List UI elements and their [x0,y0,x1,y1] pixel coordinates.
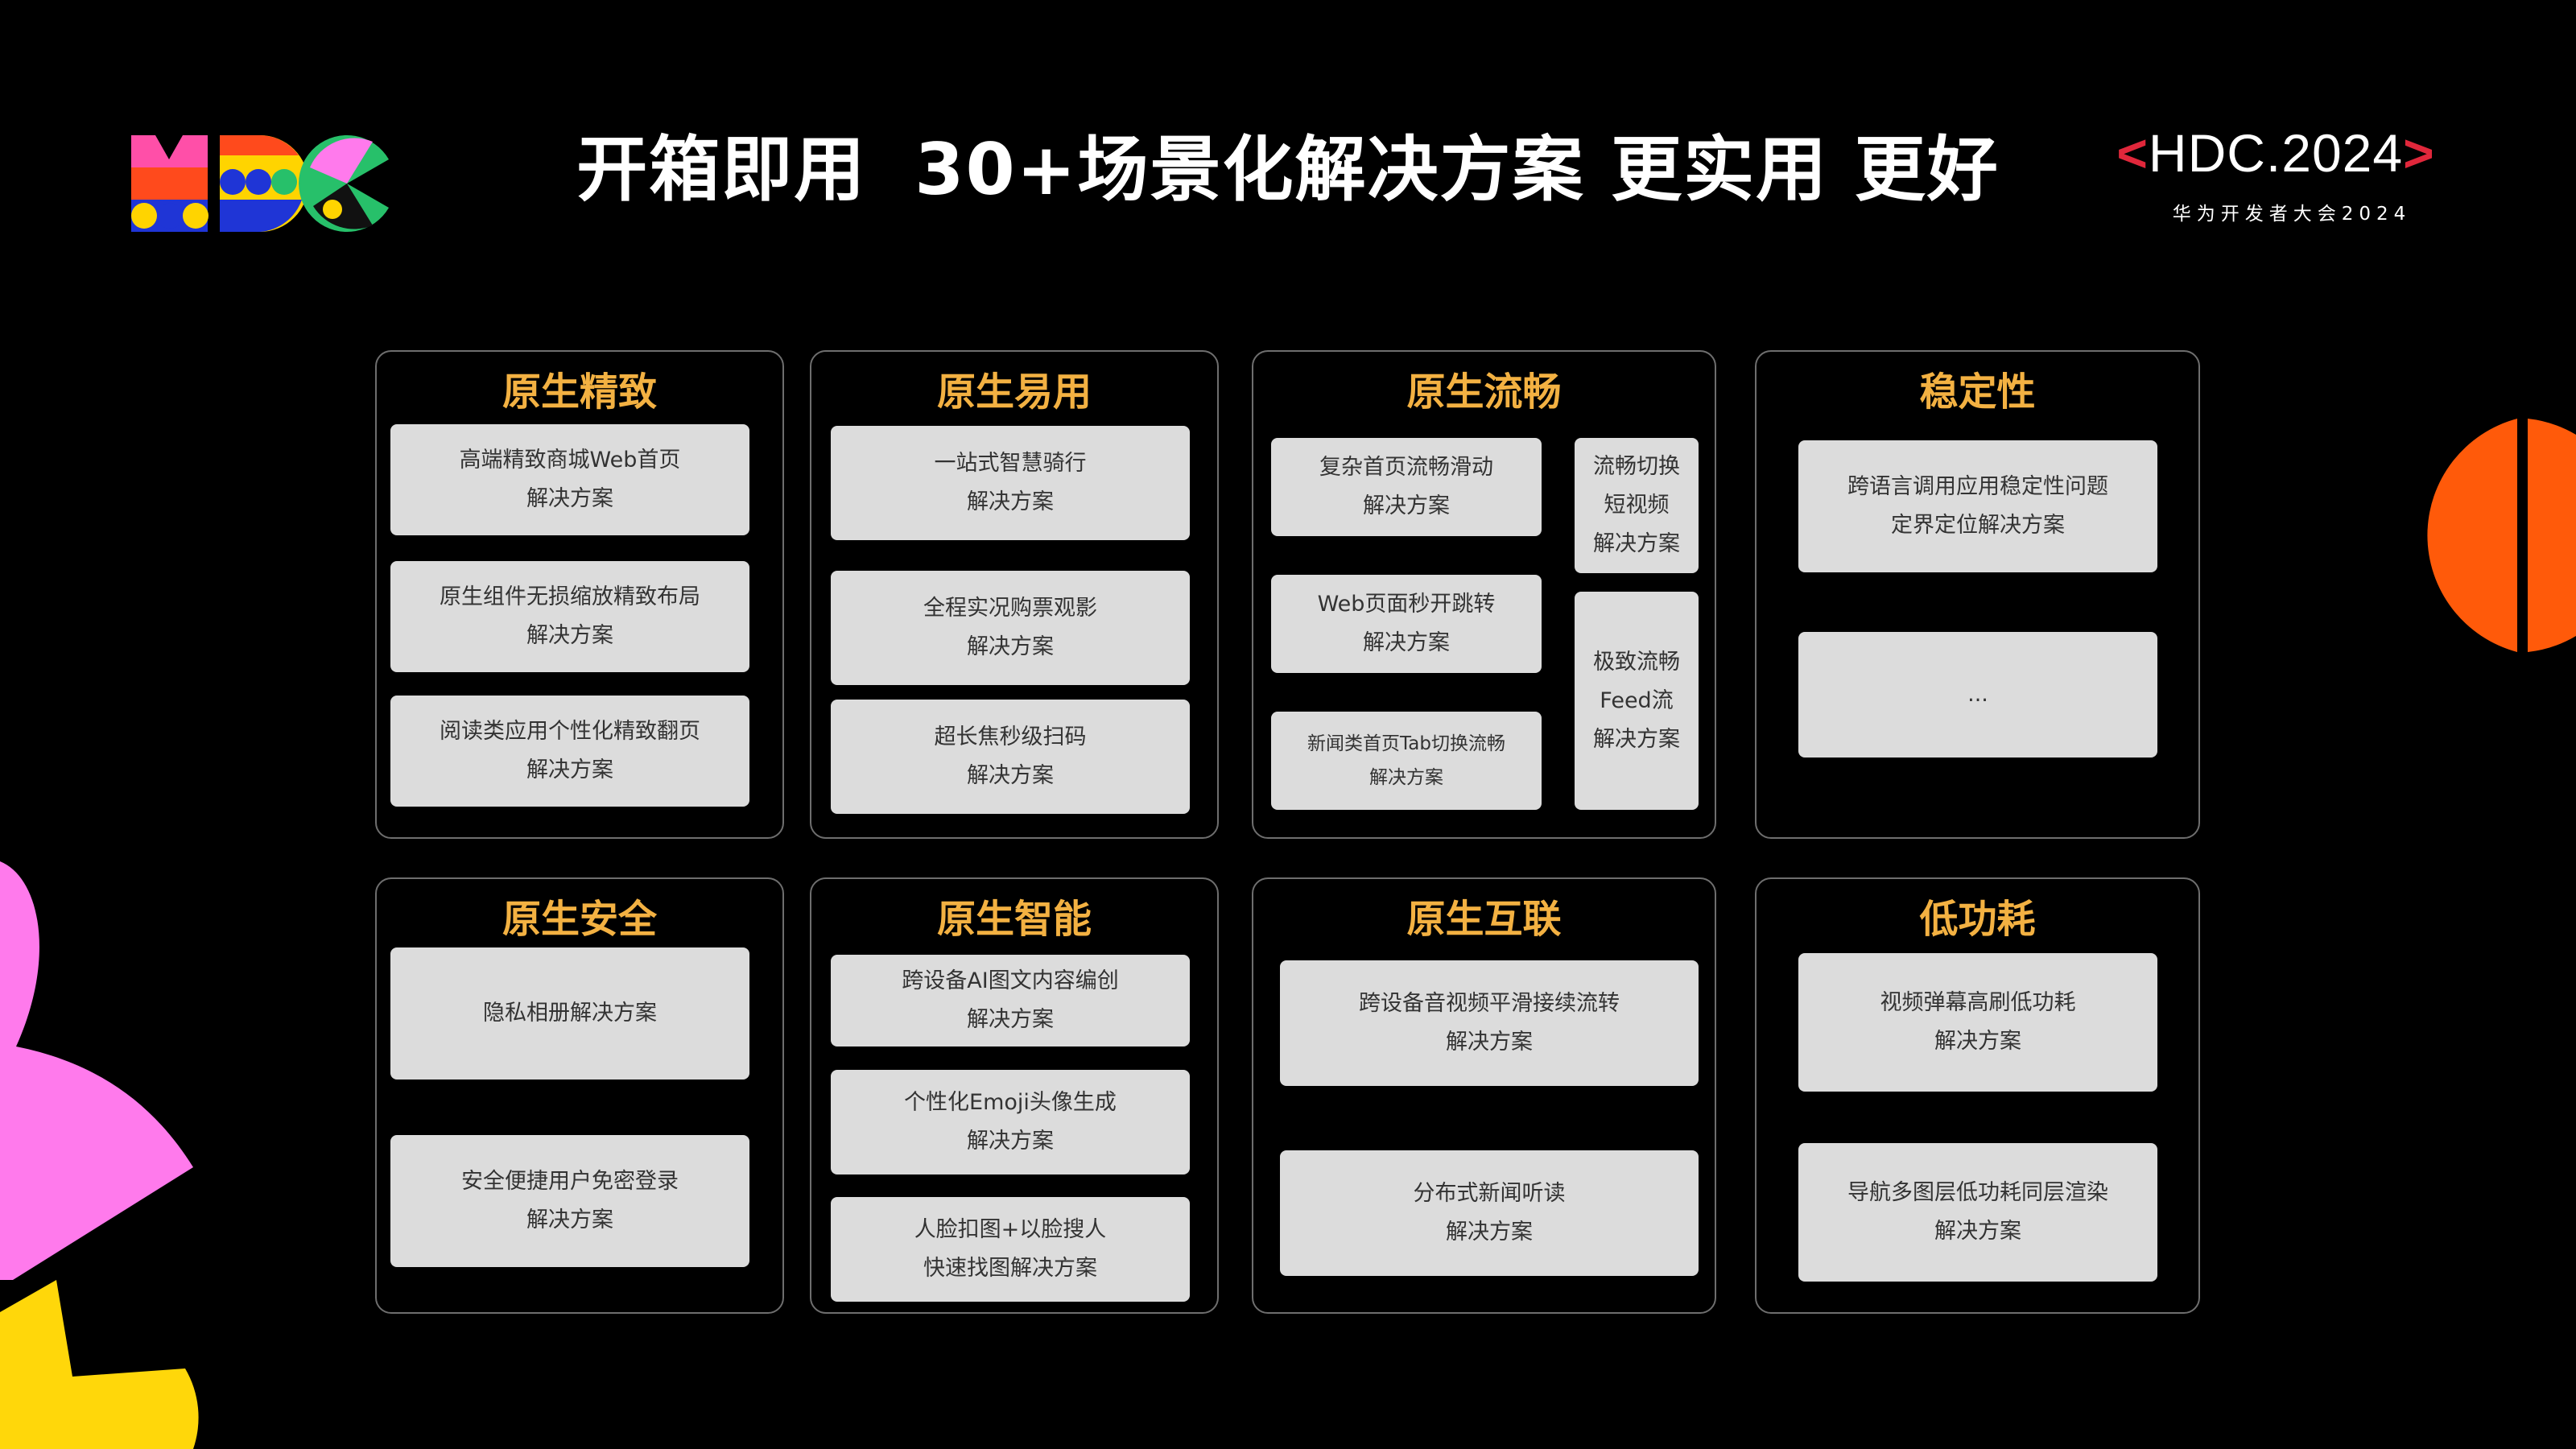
solution-card[interactable]: 安全便捷用户免密登录解决方案 [390,1135,749,1267]
solution-card[interactable]: 新闻类首页Tab切换流畅解决方案 [1271,712,1542,810]
yellow-shape-icon [0,1280,199,1449]
panel-title: 原生精致 [502,369,657,415]
panel-stability: 稳定性 跨语言调用应用稳定性问题定界定位解决方案 ... [1755,350,2200,839]
hdc-brand: <HDC.2024> 华为开发者大会2024 [2103,122,2449,227]
panel-native-interconnect: 原生互联 跨设备音视频平滑接续流转解决方案 分布式新闻听读解决方案 [1252,877,1716,1314]
panel-native-security: 原生安全 隐私相册解决方案 安全便捷用户免密登录解决方案 [375,877,784,1314]
panel-title: 原生安全 [502,897,657,942]
solution-card[interactable]: 流畅切换短视频解决方案 [1575,438,1699,573]
solution-card[interactable]: 原生组件无损缩放精致布局解决方案 [390,561,749,672]
solution-card[interactable]: 超长焦秒级扫码解决方案 [831,700,1190,814]
panel-low-power: 低功耗 视频弹幕高刷低功耗解决方案 导航多图层低功耗同层渲染解决方案 [1755,877,2200,1314]
solution-card[interactable]: 阅读类应用个性化精致翻页解决方案 [390,696,749,807]
title-part-1: 开箱即用 [576,128,867,211]
solution-card[interactable]: 复杂首页流畅滑动解决方案 [1271,438,1542,536]
panel-native-smooth: 原生流畅 复杂首页流畅滑动解决方案 Web页面秒开跳转解决方案 新闻类首页Tab… [1252,350,1716,839]
solution-card[interactable]: Web页面秒开跳转解决方案 [1271,575,1542,673]
panel-title: 原生易用 [936,369,1092,415]
solution-card[interactable]: 人脸扣图+以脸搜人快速找图解决方案 [831,1197,1190,1302]
title-part-2: 30+场景化解决方案 更实用 更好 [914,128,2000,211]
solution-card[interactable]: 跨语言调用应用稳定性问题定界定位解决方案 [1798,440,2157,572]
orange-half-circle-icon [2427,419,2576,652]
solution-card[interactable]: 个性化Emoji头像生成解决方案 [831,1070,1190,1174]
panel-title: 低功耗 [1919,897,2036,942]
brand-subtitle: 华为开发者大会2024 [2172,204,2412,225]
brand-name: <HDC.2024> [2116,123,2435,183]
panel-title: 稳定性 [1919,369,2036,415]
page-title: 开箱即用 30+场景化解决方案 更实用 更好 [0,113,2576,215]
solution-card[interactable]: 隐私相册解决方案 [390,947,749,1080]
solution-card[interactable]: 高端精致商城Web首页解决方案 [390,424,749,535]
solution-card[interactable]: 一站式智慧骑行解决方案 [831,426,1190,540]
solution-card[interactable]: 跨设备AI图文内容编创解决方案 [831,955,1190,1046]
pink-shape-icon [0,861,193,1280]
solution-card[interactable]: 导航多图层低功耗同层渲染解决方案 [1798,1143,2157,1282]
panel-native-intelligence: 原生智能 跨设备AI图文内容编创解决方案 个性化Emoji头像生成解决方案 人脸… [810,877,1219,1314]
solution-card-more[interactable]: ... [1798,632,2157,758]
solution-card[interactable]: 跨设备音视频平滑接续流转解决方案 [1280,960,1699,1086]
panel-native-easy: 原生易用 一站式智慧骑行解决方案 全程实况购票观影解决方案 超长焦秒级扫码解决方… [810,350,1219,839]
solution-card[interactable]: 视频弹幕高刷低功耗解决方案 [1798,953,2157,1092]
panel-title: 原生流畅 [1406,369,1562,415]
hdc-logo-icon [131,135,389,232]
panel-title: 原生互联 [1406,897,1562,942]
solution-card[interactable]: 全程实况购票观影解决方案 [831,571,1190,685]
panel-title: 原生智能 [936,897,1092,942]
panel-native-refined: 原生精致 高端精致商城Web首页解决方案 原生组件无损缩放精致布局解决方案 阅读… [375,350,784,839]
solution-card[interactable]: 分布式新闻听读解决方案 [1280,1150,1699,1276]
